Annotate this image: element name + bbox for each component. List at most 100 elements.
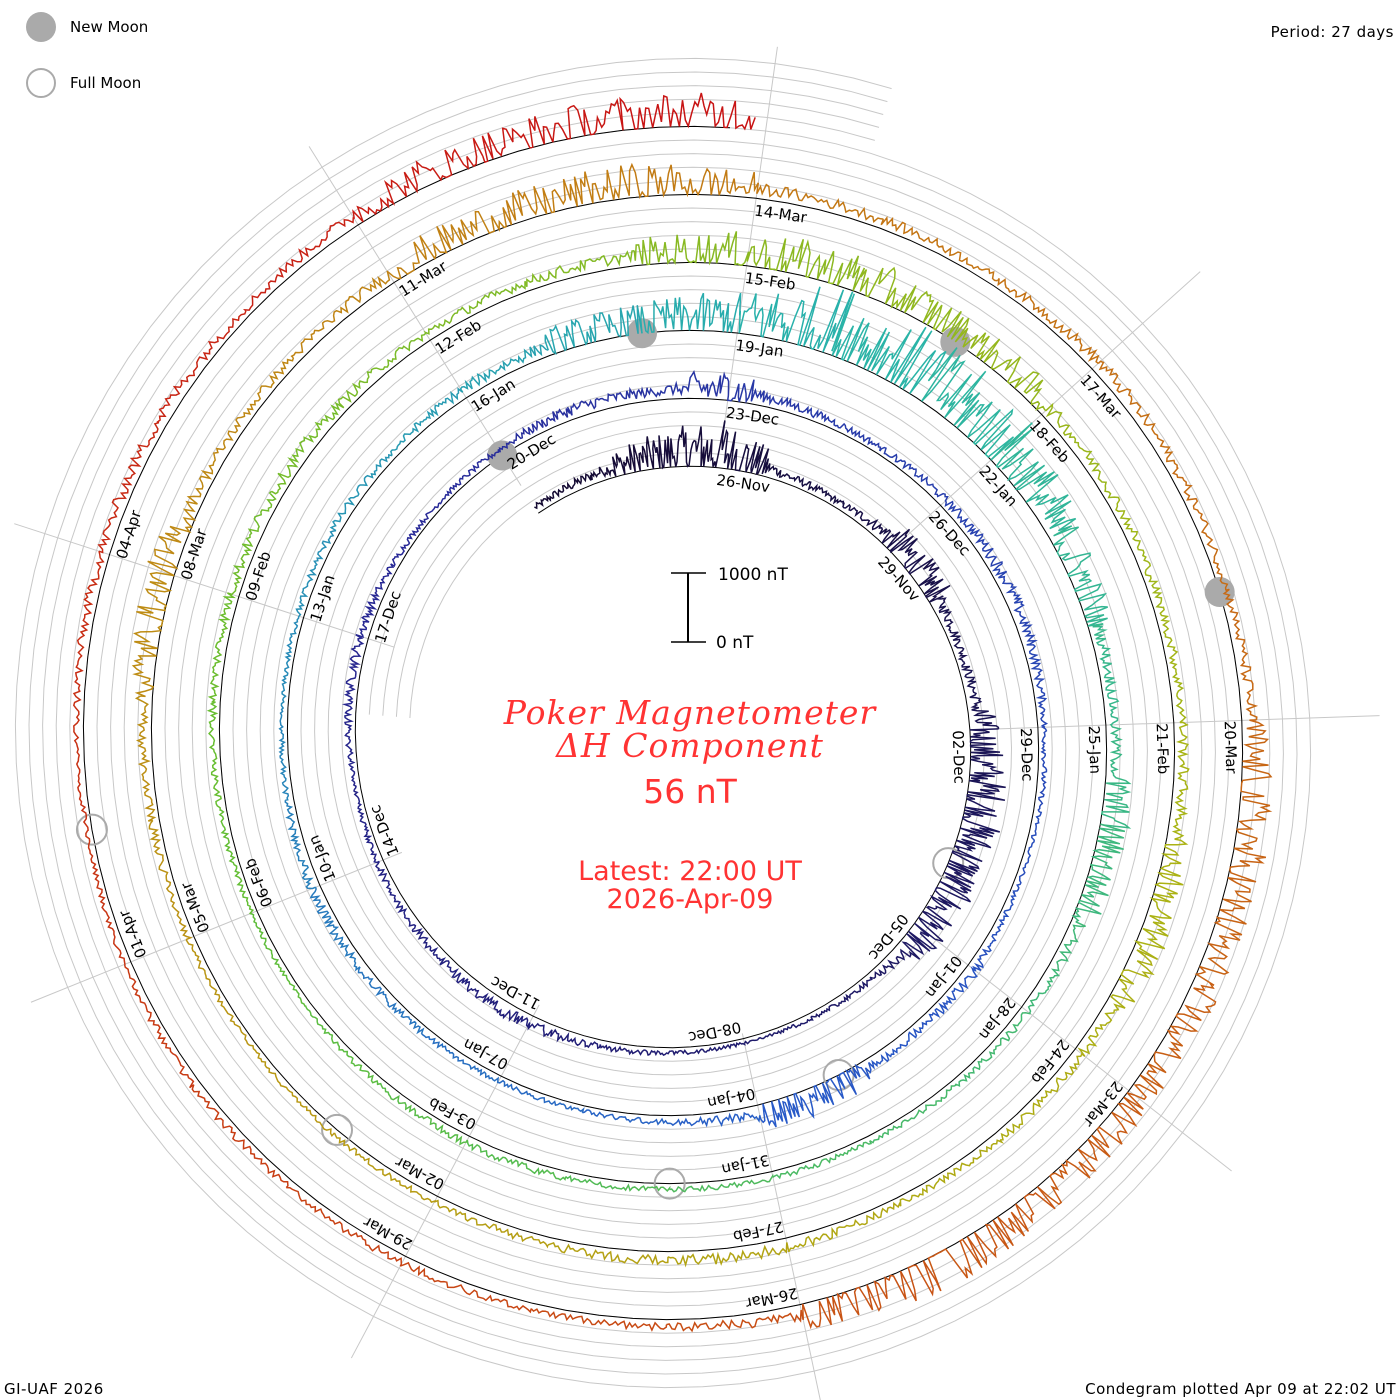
chart-title: Poker Magnetometer ΔH Component <box>380 696 1000 762</box>
trace-segment <box>527 1022 602 1050</box>
trace-segment <box>726 379 809 414</box>
trace-segment <box>134 695 157 822</box>
current-value: 56 nT <box>643 772 737 811</box>
trace-segment <box>628 162 759 200</box>
baseline-spiral <box>82 125 1244 1321</box>
trace-segment <box>869 922 938 979</box>
date-label: 26-Mar <box>743 1284 799 1313</box>
trace-segment <box>400 1261 532 1314</box>
trace-segment <box>743 1016 814 1045</box>
trace-segment <box>721 420 785 479</box>
trace-segment <box>341 634 365 714</box>
trace-segment <box>1101 724 1132 829</box>
date-label: 26-Nov <box>715 471 771 496</box>
trace-segment <box>972 891 1017 972</box>
trace-layer <box>72 92 1273 1333</box>
footer-plotted: Condegram plotted Apr 09 at 22:02 UT <box>1085 1380 1396 1398</box>
trace-segment <box>772 1140 873 1180</box>
trace-segment <box>309 887 361 972</box>
trace-segment <box>619 92 756 131</box>
trace-segment <box>1071 823 1126 923</box>
trace-segment <box>1077 949 1158 1057</box>
grid-spoke <box>350 1004 540 1359</box>
grid-spoke <box>721 46 778 443</box>
trace-segment <box>788 1201 902 1253</box>
trace-segment <box>1115 498 1164 609</box>
trace-segment <box>286 1186 403 1267</box>
trace-segment <box>838 1031 918 1095</box>
latest-time: Latest: 22:00 UT <box>578 856 802 887</box>
trace-segment <box>72 690 89 832</box>
title-line-1: Poker Magnetometer <box>503 693 877 732</box>
trace-segment <box>859 266 970 340</box>
date-label: 29-Mar <box>360 1212 416 1253</box>
trace-segment <box>524 249 635 288</box>
trace-segment <box>640 292 742 335</box>
trace-segment <box>206 701 222 812</box>
trace-segment <box>954 1012 1031 1087</box>
trace-segment <box>284 800 316 890</box>
trace-segment <box>1194 853 1267 986</box>
trace-segment <box>1171 721 1190 840</box>
trace-segment <box>1037 726 1048 813</box>
trace-segment <box>912 966 978 1036</box>
full-moon-marker <box>75 813 108 846</box>
date-label: 05-Dec <box>865 910 912 963</box>
trace-segment <box>390 387 464 457</box>
legend-new-moon-label: New Moon <box>70 18 149 36</box>
trace-segment <box>1222 588 1259 720</box>
trace-segment <box>357 966 425 1035</box>
date-label: 25-Jan <box>1085 725 1105 774</box>
trace-segment <box>481 98 624 164</box>
trace-segment <box>582 1109 672 1126</box>
trace-segment <box>782 472 845 505</box>
period-label: Period: 27 days <box>1270 23 1394 41</box>
trace-segment <box>831 293 947 394</box>
trace-segment <box>212 357 295 457</box>
trace-segment <box>390 502 441 568</box>
trace-segment <box>1027 921 1086 1014</box>
date-label: 31-Jan <box>720 1151 771 1179</box>
trace-segment <box>1037 1092 1144 1206</box>
trace-segment <box>810 976 873 1018</box>
trace-segment <box>954 325 1047 412</box>
trace-segment <box>944 499 1003 568</box>
footer-credit: GI-UAF 2026 <box>4 1380 104 1398</box>
grid-spiral <box>28 71 1298 1375</box>
trace-segment <box>191 1084 289 1189</box>
grid-spoke <box>979 715 1380 731</box>
trace-segment <box>353 789 380 864</box>
trace-segment <box>652 420 726 470</box>
trace-segment <box>806 407 882 452</box>
trace-segment <box>337 332 427 409</box>
title-line-2: ΔH Component <box>556 726 824 765</box>
trace-segment <box>185 939 251 1046</box>
trace-segment <box>960 661 1000 730</box>
trace-segment <box>760 1075 846 1128</box>
trace-segment <box>1172 466 1229 591</box>
trace-segment <box>278 707 290 801</box>
trace-segment <box>966 728 1006 801</box>
trace-segment <box>295 529 337 618</box>
trace-segment <box>927 1186 1056 1292</box>
trace-segment <box>599 1044 673 1057</box>
trace-segment <box>423 281 526 335</box>
trace-segment <box>207 592 236 703</box>
trace-segment <box>534 473 592 510</box>
trace-segment <box>869 1083 958 1144</box>
trace-segment <box>990 422 1077 532</box>
trace-segment <box>1133 838 1189 960</box>
legend-new-moon: New Moon <box>26 12 148 42</box>
trace-segment <box>147 456 216 577</box>
trace-segment <box>996 278 1100 364</box>
scale-bottom-label: 0 nT <box>716 633 754 653</box>
trace-segment <box>243 217 355 312</box>
scale-top-label: 1000 nT <box>718 565 788 585</box>
trace-segment <box>249 1044 336 1137</box>
date-label: 29-Dec <box>1017 728 1037 782</box>
trace-segment <box>880 215 998 282</box>
trace-segment <box>1097 360 1178 469</box>
trace-segment <box>801 1260 942 1330</box>
trace-segment <box>466 1139 567 1181</box>
